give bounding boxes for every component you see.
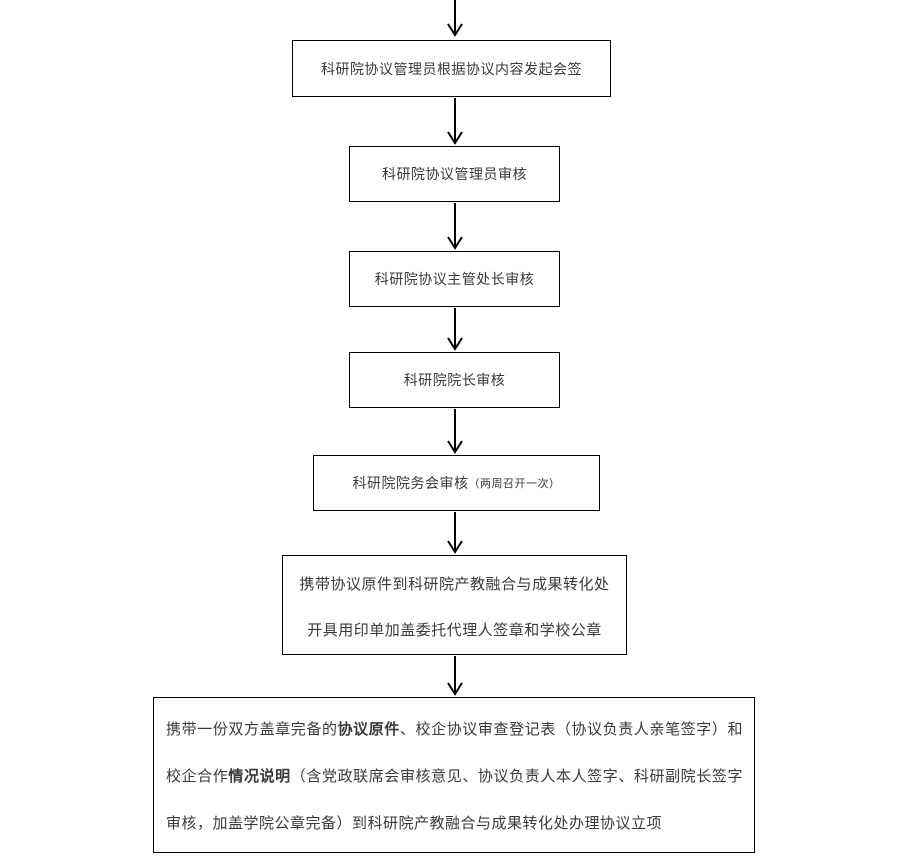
flow-arrow-down: [446, 409, 464, 454]
flow-arrow-down: [446, 308, 464, 351]
step-box-project-filing: 携带一份双方盖章完备的协议原件、校企协议审查登记表（协议负责人亲笔签字）和校企合…: [153, 697, 755, 853]
step-box-division-chief-review: 科研院协议主管处长审核: [349, 251, 560, 307]
step-text-segment: 协议原件: [337, 721, 400, 738]
step-box-dean-review: 科研院院长审核: [349, 352, 560, 408]
step-label-note: （两周召开一次）: [468, 478, 561, 490]
step-box-council-review: 科研院院务会审核（两周召开一次）: [313, 455, 600, 511]
step-text-segment: 情况说明: [228, 768, 291, 785]
step-box-initiate-countersign: 科研院协议管理员根据协议内容发起会签: [292, 40, 611, 97]
flow-arrow-down: [446, 512, 464, 554]
step-label-line2: 开具用印单加盖委托代理人签章和学校公章: [307, 622, 602, 639]
flow-arrow-down: [446, 98, 464, 145]
step-box-admin-review: 科研院协议管理员审核: [349, 146, 560, 202]
step-label: 科研院院务会审核: [352, 475, 469, 491]
step-label: 科研院协议主管处长审核: [374, 271, 535, 287]
step-label-line1: 携带协议原件到科研院产教融合与成果转化处: [299, 576, 610, 593]
step-box-seal-application: 携带协议原件到科研院产教融合与成果转化处 开具用印单加盖委托代理人签章和学校公章: [282, 555, 627, 655]
flow-arrow-down: [446, 0, 464, 37]
step-label: 科研院协议管理员根据协议内容发起会签: [321, 60, 582, 77]
step-text-segment: （含党政联席会审核意见、协议负责人本人签字、科研副院长签字审核，加盖学院公章完备…: [166, 768, 743, 832]
step-text-segment: 携带一份双方盖章完备的: [166, 721, 338, 738]
flow-arrow-down: [446, 656, 464, 696]
step-text-segment: 、校企协议审查登记表（协议负责人亲笔签字）和校企合作: [166, 721, 743, 785]
step-label: 科研院协议管理员审核: [382, 166, 527, 182]
flow-arrow-down: [446, 203, 464, 250]
step-label: 科研院院长审核: [403, 372, 506, 388]
